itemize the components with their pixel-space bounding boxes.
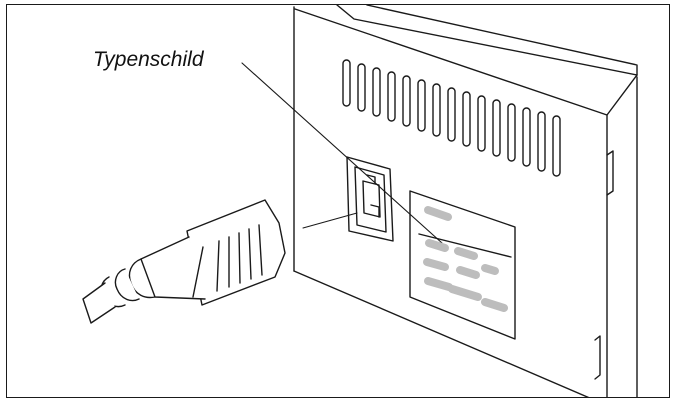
illustration-frame: Typenschild bbox=[6, 4, 670, 398]
device-illustration bbox=[82, 5, 638, 397]
ventilation-slots bbox=[342, 59, 561, 177]
callout-leader bbox=[241, 62, 443, 244]
power-plug bbox=[100, 199, 286, 308]
type-plate-callout-label: Typenschild bbox=[93, 48, 204, 71]
type-plate-markings bbox=[423, 206, 508, 312]
power-cable bbox=[82, 282, 116, 324]
type-plate bbox=[409, 190, 516, 340]
power-socket bbox=[346, 156, 394, 242]
device-housing bbox=[293, 5, 638, 397]
